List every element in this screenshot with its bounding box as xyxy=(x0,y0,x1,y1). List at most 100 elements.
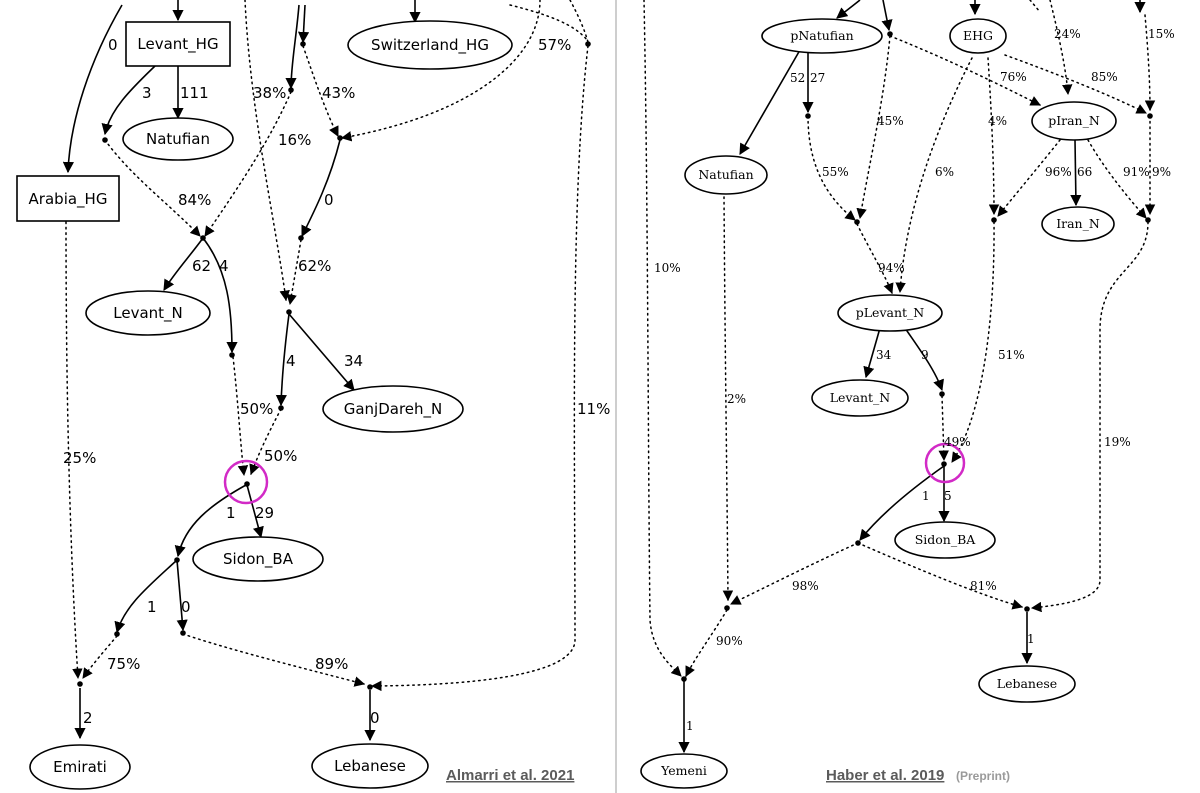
edge-label: 4 xyxy=(219,257,229,275)
edge-label: 5 xyxy=(944,489,952,503)
edge-38-percent xyxy=(244,0,290,302)
highlight-circle-right xyxy=(924,442,966,484)
edge-top-to-43-junction xyxy=(297,4,310,44)
node-label: Switzerland_HG xyxy=(371,36,489,55)
edge-label: 43% xyxy=(322,84,355,102)
edge-label: 19% xyxy=(1104,435,1131,449)
edge-24-percent xyxy=(1049,0,1073,96)
edge-90-percent xyxy=(685,609,728,677)
edge-sidon-junction-to-1 xyxy=(174,484,247,558)
edge-label: 11% xyxy=(577,400,610,418)
edge-label: 4 xyxy=(286,352,296,370)
edge-to-ganjdareh-n xyxy=(288,313,355,391)
edge-label: 0 xyxy=(324,191,334,209)
edge-label: 25% xyxy=(63,449,96,467)
highlight-circle-left xyxy=(223,459,269,505)
edge-label: 9 xyxy=(921,348,929,362)
edge-top-to-pnatufian xyxy=(836,0,861,19)
edge-label: 51% xyxy=(998,348,1025,362)
edge-top-to-arabia-hg xyxy=(62,4,123,174)
edge-label: 91% xyxy=(1123,165,1150,179)
edge-label: 9% xyxy=(1152,165,1171,179)
edge-50-percent-b xyxy=(249,408,282,475)
edge-91-percent xyxy=(1087,139,1147,219)
edge-label: 57% xyxy=(538,36,571,54)
edge-label: 81% xyxy=(970,579,997,593)
node-emirati xyxy=(29,744,131,790)
edge-label: 0 xyxy=(370,709,380,727)
edge-label: 96% xyxy=(1045,165,1072,179)
node-piran-n xyxy=(1031,101,1117,141)
node-sidon-ba xyxy=(192,536,324,582)
edge-49-percent xyxy=(938,395,949,462)
edge-top-to-junction xyxy=(881,0,893,32)
edge-label: 50% xyxy=(240,400,273,418)
edge-label: 38% xyxy=(253,84,286,102)
edge-45-percent xyxy=(856,35,891,220)
node-label: EHG xyxy=(963,28,993,43)
node-natufian xyxy=(122,117,234,161)
citation-right-note: (Preprint) xyxy=(956,769,1010,783)
edge-16-percent xyxy=(204,91,292,237)
edge-label: 1 xyxy=(1027,632,1035,646)
edge-label: 89% xyxy=(315,655,348,673)
node-label: pLevant_N xyxy=(856,305,925,320)
edge-top-to-38-junction xyxy=(285,4,300,90)
edge-label: 24% xyxy=(1054,27,1081,41)
node-label: Sidon_BA xyxy=(223,550,294,569)
edge-98-percent xyxy=(730,542,859,605)
node-switzerland-hg xyxy=(347,20,513,70)
edge-label: 111 xyxy=(180,84,209,102)
node-label: Levant_N xyxy=(830,390,891,405)
edge-levant-hg-to-junction xyxy=(101,65,156,136)
node-label: Lebanese xyxy=(334,757,406,775)
edge-label: 4% xyxy=(988,114,1007,128)
edge-pnatufian-to-natufian xyxy=(739,49,801,155)
edge-label: 66 xyxy=(1077,165,1092,179)
edge-to-4-node xyxy=(202,237,238,354)
edge-label: 1 xyxy=(147,598,157,616)
edge-top-right xyxy=(509,4,588,41)
edge-label: 16% xyxy=(278,131,311,149)
edge-plevant-n-to-levant-n xyxy=(863,327,881,379)
edge-84-percent xyxy=(104,139,201,237)
edge-to-1-junction xyxy=(859,465,945,541)
edge-label: 34 xyxy=(876,348,892,362)
edge-label: 2 xyxy=(83,709,93,727)
edge-label: 62% xyxy=(298,257,331,275)
node-levant-n xyxy=(811,379,909,417)
edge-label: 50% xyxy=(264,447,297,465)
edge-label: 29 xyxy=(255,504,274,522)
node-natufian xyxy=(684,155,768,195)
edge-94-percent xyxy=(856,223,894,294)
node-sidon-ba xyxy=(894,521,996,559)
node-label: Natufian xyxy=(146,130,210,148)
edge-11-percent xyxy=(370,45,589,692)
edge-piran-n-to-iran-n xyxy=(1070,139,1082,207)
edge-label: 94% xyxy=(878,261,905,275)
edge-76-percent xyxy=(889,35,1041,106)
edge-label: 75% xyxy=(107,655,140,673)
edge-to-sidon-ba xyxy=(246,484,264,539)
edge-label: 1 xyxy=(686,719,694,733)
edge-label: 27 xyxy=(810,71,825,85)
edge-label: 3 xyxy=(142,84,152,102)
citation-left: Almarri et al. 2021 xyxy=(446,767,574,784)
edge-55-percent xyxy=(807,115,856,221)
node-levant-hg xyxy=(125,21,231,67)
edge-top-dot xyxy=(1029,0,1041,13)
node-label: Natufian xyxy=(698,167,753,182)
edge-10-percent xyxy=(643,0,682,677)
edge-label: 2% xyxy=(727,392,746,406)
edge-label: 34 xyxy=(344,352,363,370)
node-ganjdareh-n xyxy=(322,385,464,433)
node-label: pIran_N xyxy=(1048,113,1100,128)
node-label: GanjDareh_N xyxy=(344,400,443,419)
node-label: Lebanese xyxy=(997,676,1057,691)
edge-junction-to-62-node xyxy=(301,139,341,238)
edge-to-50-node xyxy=(275,313,290,407)
node-lebanese xyxy=(311,743,429,789)
node-yemeni xyxy=(640,753,728,789)
